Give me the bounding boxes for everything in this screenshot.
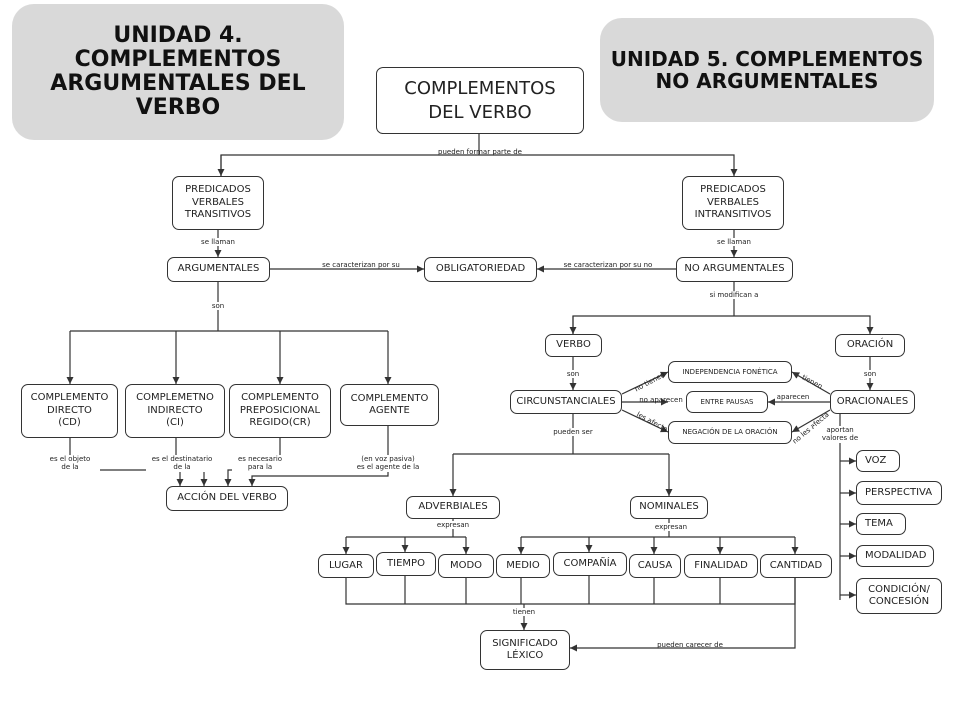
node-nominales: NOMINALES <box>630 496 708 519</box>
label-pueden-formar: pueden formar parte de <box>438 148 522 156</box>
node-modo: MODO <box>438 554 494 578</box>
node-verbo: VERBO <box>545 334 602 357</box>
node-compania: COMPAÑÍA <box>553 552 627 576</box>
label-caract-su: se caracterizan por su <box>322 261 400 269</box>
node-cd: COMPLEMENTO DIRECTO (CD) <box>21 384 118 438</box>
label-es-necesario: es necesario para la <box>232 455 288 472</box>
node-oracionales: ORACIONALES <box>830 390 915 414</box>
label-voz-pasiva: (en voz pasiva) es el agente de la <box>344 455 432 472</box>
node-perspectiva: PERSPECTIVA <box>856 481 942 505</box>
label-si-modifican: si modifican a <box>700 291 768 300</box>
node-no-argumentales: NO ARGUMENTALES <box>676 257 793 282</box>
label-caract-su-no: se caracterizan por su no <box>563 261 653 269</box>
node-pred-intrans: PREDICADOS VERBALES INTRANSITIVOS <box>682 176 784 230</box>
node-accion: ACCIÓN DEL VERBO <box>166 486 288 511</box>
label-aportan: aportan valores de <box>814 426 866 443</box>
node-independencia: INDEPENDENCIA FONÉTICA <box>668 361 792 383</box>
node-finalidad: FINALIDAD <box>684 554 758 578</box>
node-pausas: ENTRE PAUSAS <box>686 391 768 413</box>
node-tema: TEMA <box>856 513 906 535</box>
label-son-3: son <box>856 370 884 379</box>
label-son-1: son <box>204 302 232 311</box>
node-medio: MEDIO <box>496 554 550 578</box>
label-no-aparecen: no aparecen <box>639 396 683 404</box>
node-pred-trans: PREDICADOS VERBALES TRANSITIVOS <box>172 176 264 230</box>
node-circunstanciales: CIRCUNSTANCIALES <box>510 390 622 414</box>
label-expresan-2: expresan <box>650 523 692 532</box>
label-pueden-ser: pueden ser <box>546 428 600 437</box>
label-es-destinatario: es el destinatario de la <box>146 455 218 472</box>
node-adverbiales: ADVERBIALES <box>406 496 500 519</box>
root-node: COMPLEMENTOS DEL VERBO <box>376 67 584 134</box>
label-pueden-carecer: pueden carecer de <box>657 641 723 649</box>
node-obligatoriedad: OBLIGATORIEDAD <box>424 257 537 282</box>
unit-5-title: UNIDAD 5. COMPLEMENTOS NO ARGUMENTALES <box>600 18 934 122</box>
node-cantidad: CANTIDAD <box>760 554 832 578</box>
node-cr: COMPLEMENTO PREPOSICIONAL REGIDO(CR) <box>229 384 331 438</box>
node-ci: COMPLEMETNO INDIRECTO (CI) <box>125 384 225 438</box>
label-son-2: son <box>560 370 586 379</box>
node-negacion: NEGACIÓN DE LA ORACIÓN <box>668 421 792 444</box>
label-expresan-1: expresan <box>432 521 474 530</box>
label-aparecen: aparecen <box>776 393 810 401</box>
label-es-objeto: es el objeto de la <box>40 455 100 472</box>
label-se-llaman-1: se llaman <box>190 238 246 247</box>
label-tienen-2: tienen <box>508 608 540 617</box>
label-se-llaman-2: se llaman <box>706 238 762 247</box>
unit-4-title: UNIDAD 4. COMPLEMENTOS ARGUMENTALES DEL … <box>12 4 344 140</box>
node-agente: COMPLEMENTO AGENTE <box>340 384 439 426</box>
node-condicion: CONDICIÓN/ CONCESIÓN <box>856 578 942 614</box>
node-modalidad: MODALIDAD <box>856 545 934 567</box>
node-voz: VOZ <box>856 450 900 472</box>
node-tiempo: TIEMPO <box>376 552 436 576</box>
node-significado: SIGNIFICADO LÉXICO <box>480 630 570 670</box>
node-lugar: LUGAR <box>318 554 374 578</box>
node-causa: CAUSA <box>629 554 681 578</box>
node-oracion: ORACIÓN <box>835 334 905 357</box>
node-argumentales: ARGUMENTALES <box>167 257 270 282</box>
